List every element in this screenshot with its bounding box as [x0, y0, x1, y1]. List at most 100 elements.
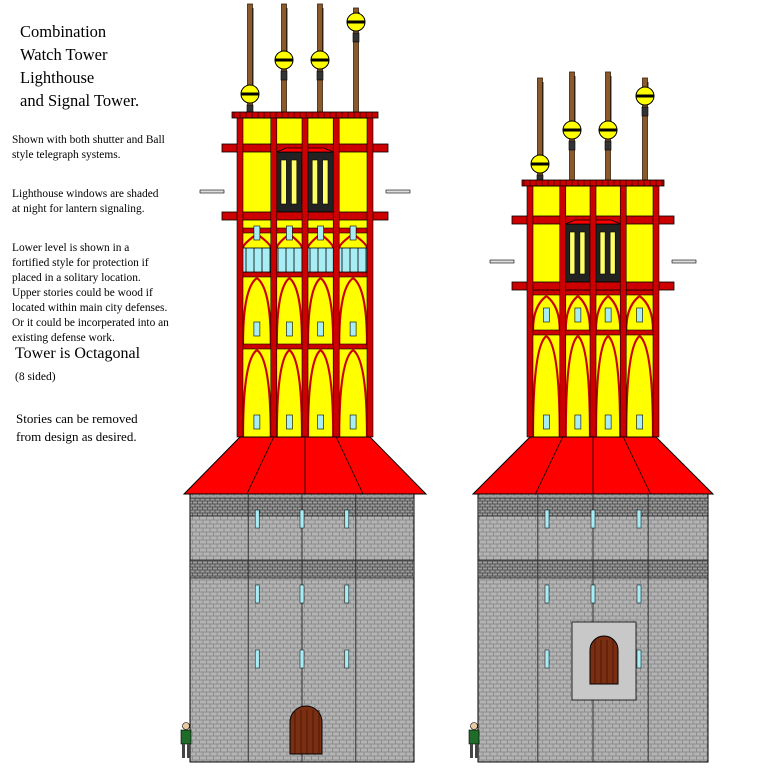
lantern-window	[291, 159, 298, 205]
lantern-window	[311, 159, 318, 205]
gothic-arch	[241, 348, 272, 438]
slit-window	[636, 414, 643, 430]
gothic-arch	[625, 334, 655, 438]
lantern-window	[599, 231, 606, 275]
slit-window	[636, 307, 643, 323]
hanging-lantern	[641, 106, 649, 117]
timber-post	[589, 185, 597, 438]
arrow-slit	[590, 509, 596, 529]
arrow-slit	[344, 649, 350, 669]
signal-ball-band	[599, 128, 617, 132]
person-leg	[187, 744, 190, 758]
arrow-slit	[299, 584, 305, 604]
arrow-slit	[544, 509, 550, 529]
timber-post	[332, 117, 340, 438]
note-lighthouse: Lighthouse windows are shaded at night f…	[12, 188, 159, 215]
arrow-slit	[590, 584, 596, 604]
slit-window	[604, 414, 612, 430]
roof-ridge	[622, 436, 651, 495]
hanging-lantern	[604, 140, 612, 151]
arrow-slit	[254, 509, 260, 529]
roof-ridge	[535, 436, 564, 495]
gothic-arch	[275, 276, 304, 345]
slit-window	[349, 225, 357, 241]
gothic-arch	[564, 294, 592, 331]
arrow-slit	[344, 584, 350, 604]
signal-ball-band	[636, 94, 654, 98]
slit-window	[253, 225, 261, 241]
timber-post	[366, 117, 374, 438]
signal-mast	[247, 3, 253, 123]
hanging-lantern	[352, 32, 360, 43]
lantern-window	[579, 231, 586, 275]
signal-ball-band	[531, 162, 549, 166]
gothic-arch	[275, 348, 304, 438]
tower-door	[589, 635, 619, 685]
scale-figures	[180, 722, 480, 758]
hanging-lantern	[280, 70, 288, 81]
tall-tower	[182, 3, 428, 763]
slit-window	[574, 307, 582, 323]
roof-ridge	[335, 436, 364, 495]
shutter-arm-right	[671, 259, 697, 264]
timber-post	[526, 185, 534, 438]
scale-person	[468, 722, 480, 758]
gothic-arch	[306, 276, 335, 345]
slit-window	[286, 225, 293, 241]
timber-post	[301, 117, 309, 438]
arrow-slit	[344, 509, 350, 529]
slit-window	[543, 414, 550, 430]
signal-ball-band	[347, 20, 365, 24]
slit-window	[317, 321, 324, 337]
sided-note: (8 sided)	[15, 371, 56, 383]
slit-window	[349, 414, 357, 430]
scale-person	[180, 722, 192, 758]
slit-window	[574, 414, 582, 430]
slit-window	[604, 307, 612, 323]
arrow-slit	[299, 649, 305, 669]
gothic-arch	[531, 294, 561, 331]
lantern-window	[569, 231, 576, 275]
slit-window	[543, 307, 550, 323]
signal-ball-band	[563, 128, 581, 132]
arrow-slit	[636, 584, 642, 604]
octagonal-heading: Tower is Octagonal	[15, 345, 141, 362]
person-leg	[470, 744, 473, 758]
timber-post	[236, 117, 244, 438]
stories-note: Stories can be removed from design as de…	[16, 411, 138, 444]
diagram-title: Combination Watch Tower Lighthouse and S…	[20, 22, 140, 110]
signal-ball-band	[311, 58, 329, 62]
lantern-window	[280, 159, 287, 205]
shutter-arm-left	[489, 259, 515, 264]
top-balustrade	[521, 179, 665, 187]
hanging-lantern	[568, 140, 576, 151]
arrow-slit	[254, 649, 260, 669]
note-fortified: Lower level is shown in a fortified styl…	[12, 242, 169, 344]
lantern-window	[322, 159, 329, 205]
gothic-arch	[594, 334, 622, 438]
timber-post	[270, 117, 278, 438]
person-head	[182, 722, 190, 730]
hanging-lantern	[316, 70, 324, 81]
roof-ridge	[246, 436, 275, 495]
description-notes: Shown with both shutter and Ball style t…	[12, 118, 169, 370]
slit-window	[317, 414, 324, 430]
timber-post	[559, 185, 567, 438]
gothic-arch	[531, 334, 561, 438]
person-leg	[475, 744, 478, 758]
arrow-slit	[544, 584, 550, 604]
gothic-arch	[338, 348, 369, 438]
top-balustrade	[231, 111, 379, 119]
shutter-arm-left	[199, 189, 225, 194]
arrow-slit	[636, 509, 642, 529]
slit-window	[253, 414, 261, 430]
tower-door	[289, 705, 323, 755]
gothic-arch	[338, 276, 369, 345]
gothic-arch	[306, 348, 335, 438]
slit-window	[349, 321, 357, 337]
shutter-arm-right	[385, 189, 411, 194]
signal-ball-band	[241, 92, 259, 96]
arrow-slit	[636, 649, 642, 669]
person-body	[180, 729, 192, 745]
